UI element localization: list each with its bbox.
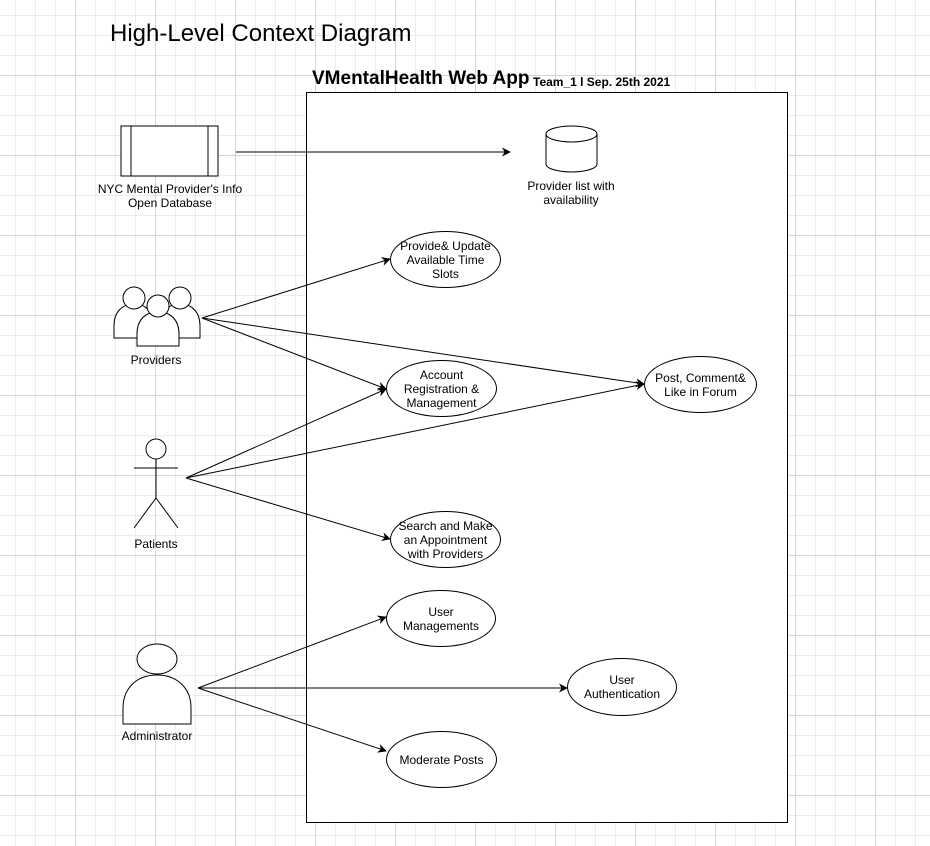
administrator-actor-icon — [122, 643, 192, 725]
system-subtitle: Team_1 l Sep. 25th 2021 — [533, 75, 671, 89]
system-title: VMentalHealth Web App — [312, 68, 530, 89]
arrow-admin-to-moderate — [197, 687, 387, 753]
arrow-providers-to-provide-update — [201, 257, 391, 319]
system-boundary — [306, 92, 788, 823]
arrow-admin-to-user-mgmt — [197, 615, 387, 689]
usecase-account-registration: Account Registration & Management — [386, 360, 497, 417]
usecase-forum: Post, Comment& Like in Forum — [644, 356, 757, 413]
arrow-patients-to-account — [185, 388, 387, 479]
arrow-patients-to-search — [185, 477, 391, 541]
database-label: NYC Mental Provider's Info Open Database — [97, 182, 243, 210]
arrow-patients-to-forum — [185, 381, 645, 479]
usecase-provide-update-slots: Provide& Update Available Time Slots — [390, 231, 501, 288]
usecase-moderate-posts: Moderate Posts — [386, 731, 497, 788]
usecase-user-managements: User Managements — [386, 590, 496, 647]
providers-label: Providers — [130, 353, 182, 367]
usecase-user-authentication: User Authentication — [567, 658, 677, 716]
patients-label: Patients — [134, 537, 178, 551]
administrator-label: Administrator — [121, 729, 193, 743]
page-title: High-Level Context Diagram — [110, 20, 412, 47]
datastore-cylinder-icon — [545, 125, 598, 173]
arrow-providers-to-forum — [201, 317, 645, 388]
database-icon — [120, 125, 219, 177]
usecase-search-appointment: Search and Make an Appointment with Prov… — [390, 511, 501, 568]
provider-list-label: Provider list with availability — [527, 179, 615, 207]
providers-group-icon — [113, 286, 201, 347]
arrow-providers-to-account — [201, 317, 387, 391]
patient-actor-icon — [133, 438, 179, 529]
